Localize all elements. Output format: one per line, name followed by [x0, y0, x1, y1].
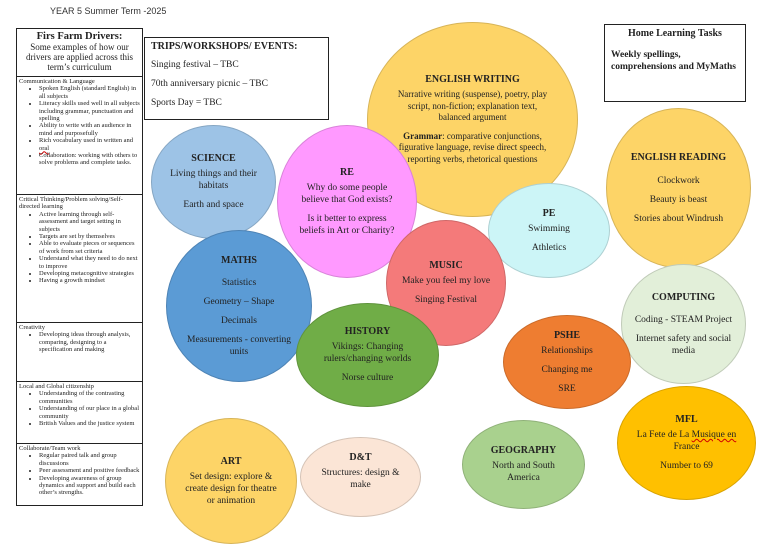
- home-learning-body: Weekly spellings, comprehensions and MyM…: [611, 50, 736, 72]
- subject-line: Clockwork: [657, 176, 700, 186]
- trip-item: Singing festival – TBC: [151, 60, 239, 70]
- subject-line: Make you feel my love: [401, 276, 491, 286]
- subject-line: Set design: explore & create design for …: [185, 471, 277, 506]
- drivers-subtitle: Some examples of how our drivers are app…: [26, 42, 133, 72]
- maths-circle: MATHS Statistics Geometry – Shape Decima…: [166, 230, 312, 382]
- list-item: Developing metacognitive strategies: [39, 270, 140, 277]
- subject-title: HISTORY: [344, 326, 391, 337]
- subject-line: Statistics: [221, 277, 257, 288]
- subject-title: MUSIC: [429, 260, 463, 271]
- list-item: Ability to write with an audience in min…: [39, 122, 140, 137]
- subject-title: PSHE: [553, 329, 581, 341]
- list-item: Having a growth mindset: [39, 277, 140, 284]
- subject-line: Geometry – Shape: [203, 296, 275, 307]
- driver-section: Collaborate/Team work Regular paired tal…: [17, 443, 142, 522]
- list-item: Spoken English (standard English) in all…: [39, 85, 140, 100]
- grammar-text: Grammar: comparative conjunctions, figur…: [392, 131, 553, 166]
- mfl-circle: MFL La Fete de La Musique en France Numb…: [617, 386, 756, 500]
- list-item: Peer assessment and positive feedback: [39, 467, 140, 474]
- subject-line: Decimals: [221, 315, 257, 326]
- section-heading: Collaborate/Team work: [19, 445, 81, 452]
- subject-line: Stories about Windrush: [633, 214, 724, 224]
- subject-line: North and South America: [492, 461, 555, 483]
- subject-line: Coding - STEAM Project: [634, 314, 733, 325]
- subject-line: Athletics: [531, 242, 567, 253]
- subject-line: SRE: [558, 383, 576, 394]
- subject-line: Relationships: [541, 345, 593, 356]
- subject-line: Narrative writing (suspense), poetry, pl…: [397, 89, 548, 122]
- drivers-title: Firs Farm Drivers:: [36, 31, 123, 42]
- pshe-circle: PSHE Relationships Changing me SRE: [503, 315, 631, 409]
- list-item: Targets are set by themselves: [39, 233, 140, 240]
- subject-line: Vikings: Changing rulers/changing worlds: [323, 342, 412, 364]
- subject-title: COMPUTING: [651, 291, 716, 303]
- subject-line: Singing Festival: [414, 295, 478, 305]
- subject-title: ART: [220, 455, 242, 467]
- list-item: Active learning through self-assessment …: [39, 211, 140, 233]
- section-heading: Communication & Language: [19, 78, 95, 85]
- list-item: Developing ideas through analysis, compa…: [39, 331, 140, 353]
- english-reading-circle: ENGLISH READING Clockwork Beauty is beas…: [606, 108, 751, 268]
- subject-line: Why do some people believe that God exis…: [301, 182, 393, 205]
- drivers-panel: Firs Farm Drivers: Some examples of how …: [16, 28, 143, 506]
- grammar-label: Grammar: [403, 130, 443, 141]
- list-item: Able to evaluate pieces or sequences of …: [39, 240, 140, 255]
- trip-item: Sports Day = TBC: [151, 98, 222, 108]
- list-item: Collaboration: working with others to so…: [39, 152, 140, 167]
- subject-line: Is it better to express beliefs in Art o…: [299, 213, 395, 236]
- subject-title: ENGLISH READING: [630, 152, 727, 163]
- subject-title: RE: [340, 166, 354, 178]
- science-circle: SCIENCE Living things and their habitats…: [151, 125, 276, 239]
- page-header: YEAR 5 Summer Term -2025: [50, 6, 167, 16]
- trip-item: 70th anniversary picnic – TBC: [151, 79, 268, 89]
- art-circle: ART Set design: explore & create design …: [165, 418, 297, 544]
- subject-title: ENGLISH WRITING: [425, 74, 520, 85]
- home-learning-title: Home Learning Tasks: [628, 28, 722, 39]
- pe-circle: PE Swimming Athletics: [488, 183, 610, 278]
- list-item: Understanding of our place in a global c…: [39, 405, 140, 420]
- list-item: Rich vocabulary used in written and oral: [39, 137, 140, 152]
- subject-line: Beauty is beast: [649, 195, 708, 205]
- grammar-body: : comparative conjunctions, figurative l…: [398, 130, 547, 164]
- driver-section: Communication & Language Spoken English …: [17, 76, 142, 194]
- subject-line: Norse culture: [341, 373, 394, 383]
- subject-line: Number to 69: [660, 461, 713, 471]
- misspelled-word: oral: [39, 144, 50, 152]
- list-item: Regular paired talk and group discussion…: [39, 452, 140, 467]
- subject-line: Living things and their habitats: [170, 169, 257, 191]
- trips-title: TRIPS/WORKSHOPS/ EVENTS:: [151, 41, 298, 52]
- subject-line: Structures: design & make: [321, 468, 400, 490]
- subject-line: La Fete de La Musique en France: [636, 430, 737, 452]
- computing-circle: COMPUTING Coding - STEAM Project Interne…: [621, 264, 746, 384]
- subject-title: SCIENCE: [191, 153, 236, 164]
- history-circle: HISTORY Vikings: Changing rulers/changin…: [296, 303, 439, 407]
- subject-line: Internet safety and social media: [635, 333, 732, 356]
- subject-title: MATHS: [221, 254, 257, 266]
- subject-line: Earth and space: [183, 200, 244, 210]
- section-heading: Local and Global citizenship: [19, 383, 94, 390]
- list-item: Understand what they need to do next to …: [39, 255, 140, 270]
- trips-box: TRIPS/WORKSHOPS/ EVENTS: Singing festiva…: [144, 37, 329, 120]
- list-item: British Values and the justice system: [39, 420, 140, 427]
- subject-title: GEOGRAPHY: [490, 445, 557, 456]
- list-item: Developing awareness of group dynamics a…: [39, 475, 140, 497]
- list-item: Understanding of the contrasting communi…: [39, 390, 140, 405]
- subject-line: Swimming: [528, 223, 570, 234]
- subject-title: MFL: [675, 414, 698, 425]
- misspelled-word: Musique en: [691, 430, 737, 440]
- home-learning-box: Home Learning Tasks Weekly spellings, co…: [604, 24, 746, 102]
- subject-line: Measurements - converting units: [187, 334, 291, 357]
- section-heading: Creativity: [19, 324, 45, 331]
- list-item: Literacy skills used well in all subject…: [39, 100, 140, 122]
- subject-title: D&T: [349, 452, 372, 463]
- dt-circle: D&T Structures: design & make: [300, 437, 421, 517]
- subject-line: Changing me: [541, 364, 593, 375]
- driver-section: Local and Global citizenship Understandi…: [17, 381, 142, 443]
- section-heading: Critical Thinking/Problem solving/Self-d…: [19, 196, 123, 211]
- geography-circle: GEOGRAPHY North and South America: [462, 420, 585, 509]
- subject-title: PE: [542, 207, 556, 219]
- driver-section: Critical Thinking/Problem solving/Self-d…: [17, 194, 142, 322]
- driver-section: Creativity Developing ideas through anal…: [17, 322, 142, 381]
